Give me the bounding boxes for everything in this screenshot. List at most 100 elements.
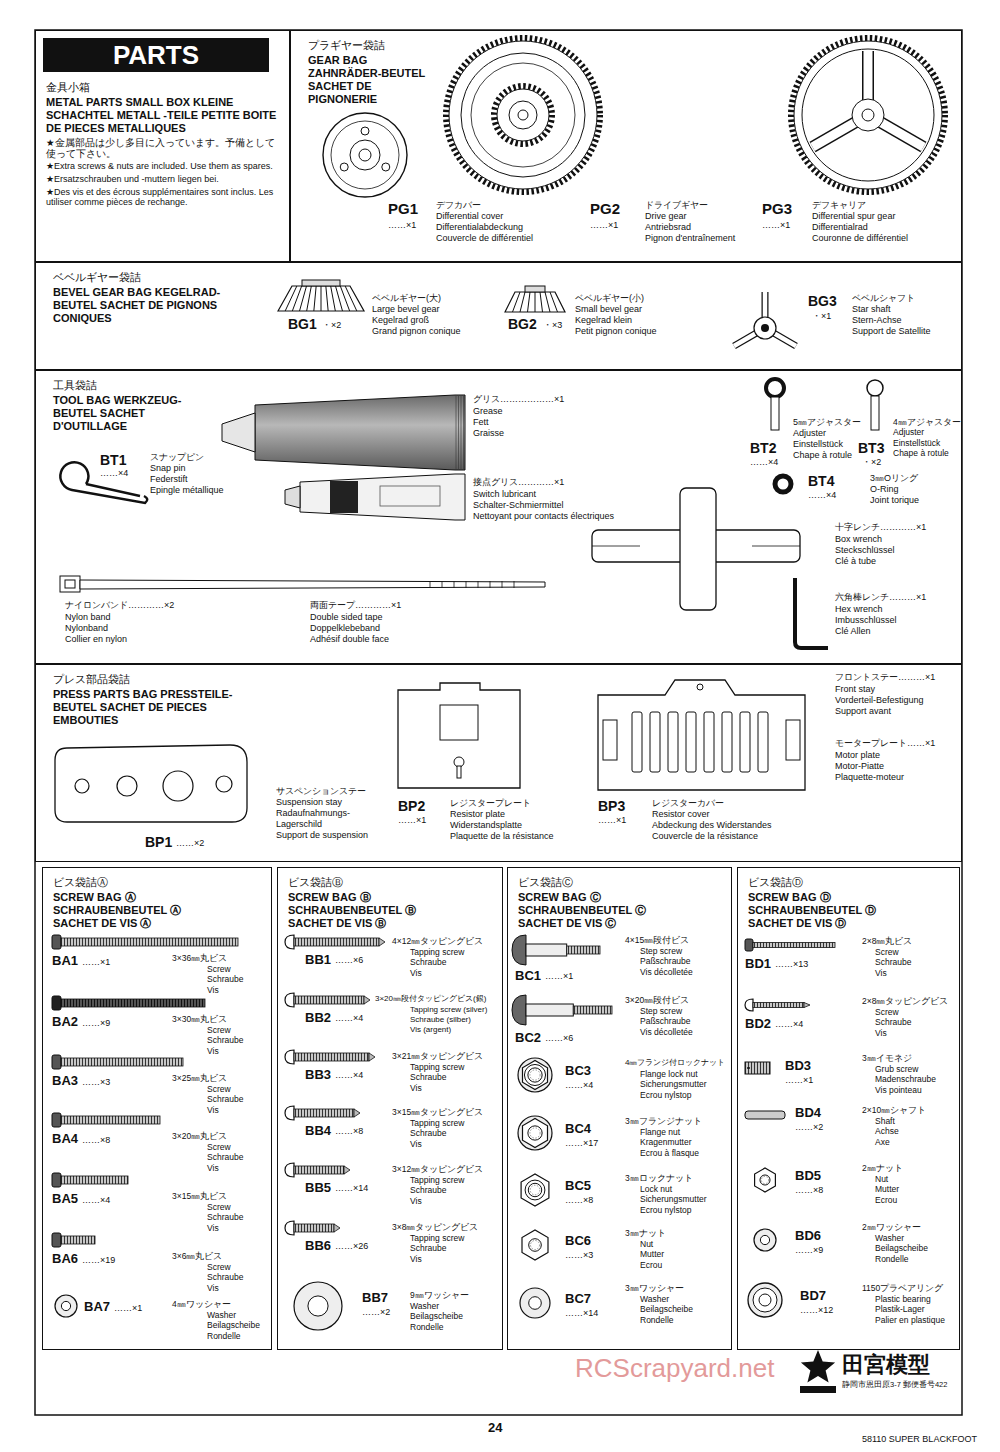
line-art [852, 99, 884, 131]
quantity: ……×3 [82, 1077, 110, 1088]
part-size: 2×8㎜タッピングビス [862, 996, 948, 1006]
part-description: Screw [875, 1007, 899, 1017]
tamiya-star [801, 1350, 835, 1383]
screw [52, 1173, 61, 1187]
line-art [747, 1067, 750, 1069]
line-art [302, 280, 340, 286]
part-size: 2㎜ナット [862, 1163, 903, 1173]
part-description: Vis [207, 985, 219, 995]
part-description: Vis pointeau [875, 1085, 922, 1095]
line-art [334, 1224, 340, 1232]
part-code: BT2 [750, 440, 776, 457]
line-art [686, 712, 696, 772]
part-description: Tapping screw [410, 1062, 464, 1072]
line-art [344, 1166, 350, 1174]
page-heading: PARTS [113, 42, 199, 68]
part-description: Differentialrad [812, 222, 868, 233]
quantity: ……×3 [565, 1250, 593, 1261]
bag-title-jp: 工具袋詰 [53, 379, 203, 392]
line-art [382, 163, 390, 171]
line-art [681, 531, 715, 561]
part-description: Nettoyant pour contacts électriques [473, 511, 614, 522]
line-art [86, 484, 140, 496]
line-art [740, 712, 750, 772]
gear-teeth [494, 86, 552, 144]
line-art [509, 101, 537, 129]
part-size: 3㎜ナット [625, 1228, 666, 1238]
line-art [758, 712, 768, 772]
line-art [802, 49, 934, 181]
part-description: Flange lock nut [640, 1069, 698, 1079]
part-description: Vis décolletée [640, 967, 693, 977]
line-art [294, 996, 364, 1004]
part-size: 3×25㎜丸ビス [172, 1073, 227, 1083]
part-description: Schraube [207, 974, 243, 984]
line-art [331, 286, 336, 311]
line-art [697, 684, 703, 690]
line-art [471, 63, 575, 167]
part-description: Palier en plastique [875, 1315, 945, 1325]
line-art [430, 581, 431, 588]
nut [522, 1230, 548, 1260]
line-art [359, 149, 371, 161]
part-description: Front stay [835, 684, 875, 695]
adjuster [766, 379, 784, 397]
quantity: ……×17 [565, 1138, 598, 1149]
part-description: Achse [875, 1126, 899, 1136]
line-art [379, 938, 385, 946]
bag-title: SCREW BAG Ⓓ SCHRAUBENBEUTEL Ⓓ SACHET DE … [748, 891, 898, 930]
part-description: Tapping screw [410, 1233, 464, 1243]
part-description: Mutter [640, 1249, 664, 1259]
part-description: Rondelle [875, 1254, 909, 1264]
line-art [502, 581, 503, 588]
screw [285, 1163, 294, 1177]
part-size: 4×15㎜段付ビス [625, 935, 689, 945]
part-size: 2×8㎜丸ビス [862, 936, 912, 946]
nut [523, 1119, 548, 1148]
part-code: BB1 [305, 952, 331, 968]
line-art [285, 286, 297, 311]
washer [754, 1229, 776, 1251]
quantity: ……×12 [800, 1305, 833, 1316]
quantity: ……×4 [335, 1070, 363, 1081]
line-art [442, 581, 443, 588]
quantity: ……×4 [808, 490, 836, 501]
part-description: Vis [207, 1046, 219, 1056]
screw [52, 1233, 61, 1247]
part-description: Shaft [875, 1116, 895, 1126]
grub-screw [745, 1062, 770, 1074]
part-code: BD6 [795, 1228, 821, 1244]
part-size: 2㎜ワッシャー [862, 1222, 921, 1232]
part-description: Federstift [150, 474, 188, 485]
line-art [753, 1288, 777, 1312]
part-description: Sicherungsmutter [640, 1079, 707, 1089]
part-description: Screw [207, 1025, 231, 1035]
part-description: Beilagscheibe [640, 1304, 693, 1314]
line-art [314, 286, 316, 311]
nut [755, 1168, 776, 1192]
model-name: 58110 SUPER BLACKFOOT [862, 1434, 977, 1445]
quantity: ……×1 [82, 957, 110, 968]
part-description: Vis [875, 1028, 887, 1038]
part-description: Screw [207, 1262, 231, 1272]
line-art [526, 944, 567, 956]
part-description: Petit pignon conique [575, 326, 657, 337]
part-description: Washer [640, 1294, 669, 1304]
bag-title-jp: プラギヤー袋詰 [308, 39, 433, 52]
bag-title: ★Des vis et des écrous supplémentaires s… [46, 187, 282, 208]
part-description: Collier en nylon [65, 634, 127, 645]
part-code: PG2 [590, 200, 620, 218]
resistor-cover [598, 680, 805, 790]
part-description: Vis [410, 968, 422, 978]
screw [285, 1106, 294, 1120]
line-art [862, 109, 874, 121]
quantity: ……×1 [598, 815, 626, 826]
part-description: Chape à rotule [893, 448, 949, 458]
part-description: Vis [207, 1105, 219, 1115]
part-description: Vis [207, 1283, 219, 1293]
line-art [222, 413, 255, 452]
part-description: Vis [410, 1196, 422, 1206]
part-code: BB5 [305, 1180, 331, 1196]
quantity: ……×6 [335, 955, 363, 966]
part-size: 3×20㎜段付タッピングビス(銀) [375, 994, 486, 1004]
